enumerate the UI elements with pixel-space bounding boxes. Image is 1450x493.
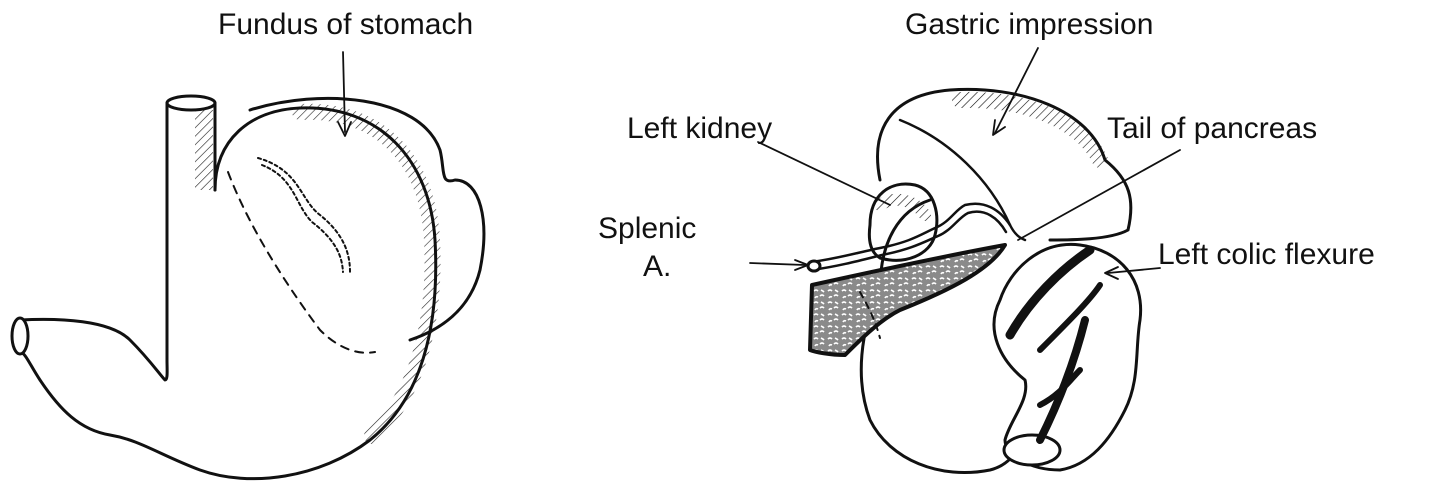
splenic-a-pointer [750, 263, 805, 265]
label-fundus-of-stomach: Fundus of stomach [218, 8, 473, 42]
pylorus-opening [12, 318, 28, 354]
label-left-kidney: Left kidney [627, 112, 772, 146]
dotted-vessel [258, 158, 350, 272]
pancreas-tail [810, 245, 1005, 355]
fundus-outer-lobe [250, 98, 484, 340]
label-gastric-impression: Gastric impression [905, 8, 1153, 42]
label-splenic-a: A. [643, 250, 671, 284]
label-splenic: Splenic [598, 212, 696, 246]
left-kidney-pointer [758, 142, 890, 205]
esophagus-opening [167, 96, 215, 110]
dashed-boundary [228, 172, 375, 353]
lesser-curvature [20, 319, 167, 380]
stomach-outline [20, 108, 436, 479]
splenic-artery-end [808, 261, 820, 271]
stomach-drawing [12, 52, 484, 479]
label-tail-of-pancreas: Tail of pancreas [1107, 112, 1317, 146]
label-left-colic-flexure: Left colic flexure [1158, 238, 1375, 272]
